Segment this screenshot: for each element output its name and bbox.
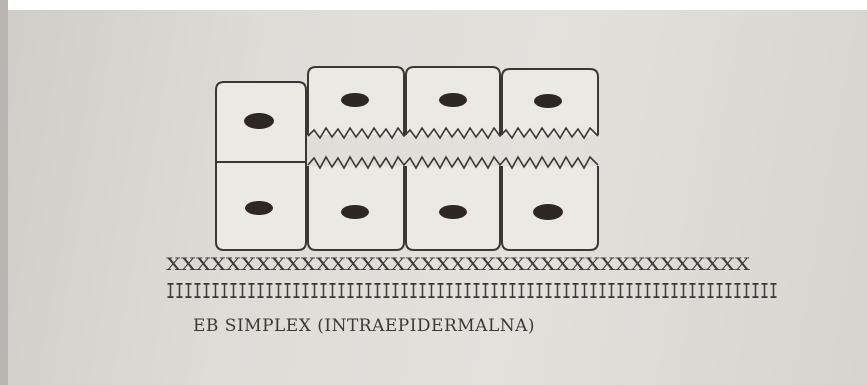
page-top-margin bbox=[0, 0, 867, 10]
nucleus bbox=[439, 205, 467, 219]
figure-caption: EB SIMPLEX (INTRAEPIDERMALNA) bbox=[193, 316, 536, 336]
ruptured-cell-edges bbox=[307, 126, 599, 170]
basement-bar-row: IIIIIIIIIIIIIIIIIIIIIIIIIIIIIIIIIIIIIIII… bbox=[166, 279, 778, 303]
nucleus bbox=[439, 93, 467, 107]
nucleus bbox=[533, 204, 563, 220]
cell-nuclei bbox=[244, 93, 563, 220]
upper-rupture-line bbox=[307, 126, 599, 140]
nucleus bbox=[534, 94, 562, 108]
basement-x-row: XXXXXXXXXXXXXXXXXXXXXXXXXXXXXXXXXXXXXXX bbox=[166, 255, 751, 275]
intact-cell-column bbox=[215, 81, 307, 251]
nucleus bbox=[245, 201, 273, 215]
nucleus bbox=[244, 113, 274, 129]
lower-rupture-line bbox=[307, 155, 599, 170]
nucleus bbox=[341, 93, 369, 107]
nucleus bbox=[341, 205, 369, 219]
page-left-edge bbox=[0, 0, 8, 385]
